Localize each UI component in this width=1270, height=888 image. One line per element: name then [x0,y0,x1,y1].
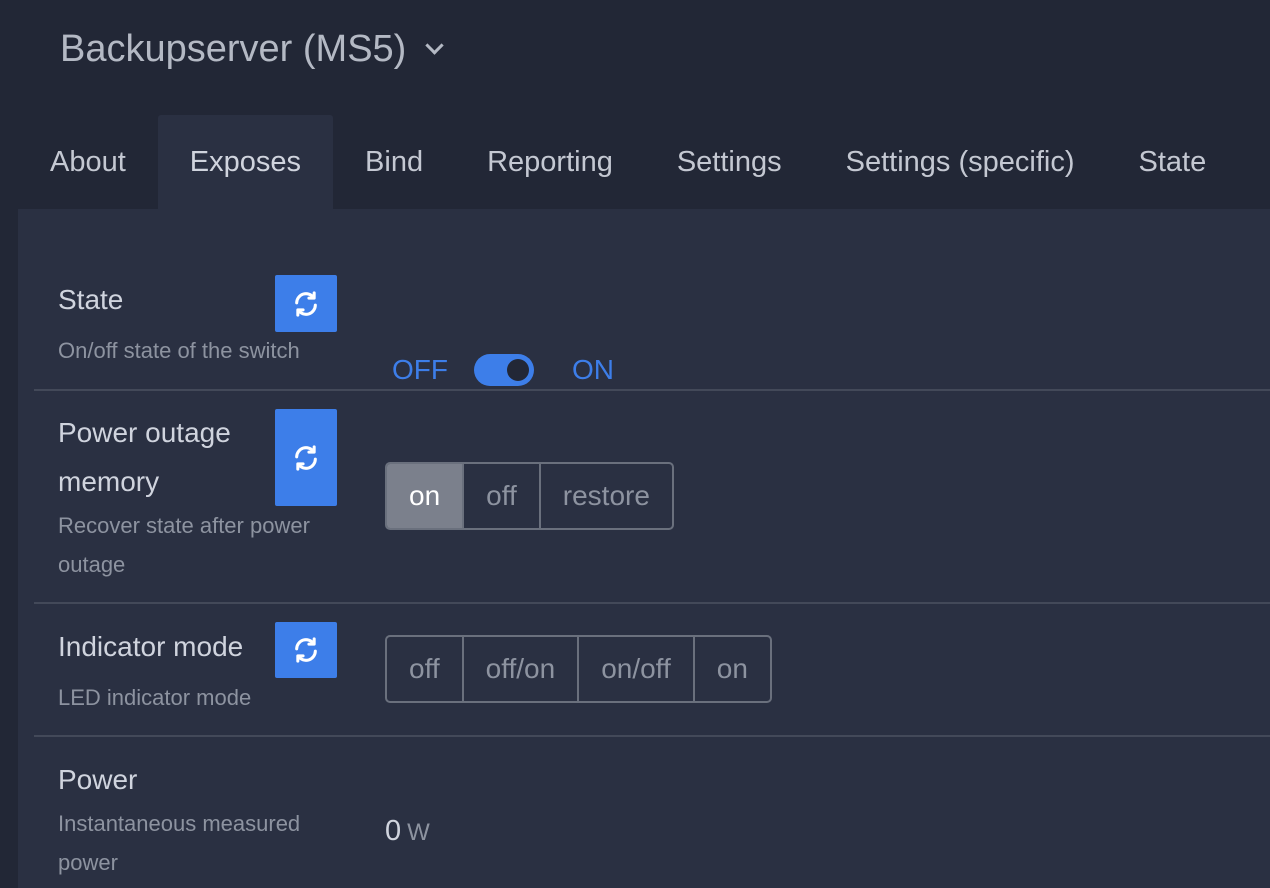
exposes-panel: State On/off state of the switch OFF ON … [18,209,1270,888]
power-outage-memory-description: Recover state after power outage [58,506,348,584]
device-title: Backupserver (MS5) [60,28,407,70]
power-outage-memory-title-line1: Power outage [58,417,231,448]
expose-row-state: State On/off state of the switch OFF ON [34,257,1270,391]
power-outage-memory-description-line2: outage [58,552,126,577]
toggle-knob [507,359,529,381]
power-outage-memory-description-line1: Recover state after power [58,513,310,538]
indicator-mode-title: Indicator mode [58,631,244,662]
tab-bind[interactable]: Bind [365,146,424,178]
indicator-mode-options: off off/on on/off on [385,635,772,703]
refresh-icon [295,444,317,471]
state-refresh-button[interactable] [275,275,337,332]
refresh-icon [295,637,317,663]
indicator-mode-option-off[interactable]: off [409,653,440,684]
tab-about[interactable]: About [50,146,126,178]
power-outage-memory-title-line2: memory [58,466,160,497]
power-outage-memory-option-off[interactable]: off [462,464,539,528]
power-description: Instantaneous measured power [58,804,348,882]
tab-settings[interactable]: Settings [676,146,782,178]
power-description-line1: Instantaneous measured [58,811,301,836]
power-title: Power [58,764,138,795]
state-off-label[interactable]: OFF [392,354,448,385]
chevron-down-icon[interactable] [425,36,445,55]
state-toggle-switch[interactable] [474,354,534,386]
power-value: 0 [385,815,402,847]
power-outage-memory-refresh-button[interactable] [275,409,337,506]
state-toggle-group: OFF ON [392,354,614,386]
indicator-mode-option-on-off[interactable]: on/off [577,637,693,701]
device-selector[interactable]: Backupserver (MS5) [60,28,445,71]
power-outage-memory-option-restore[interactable]: restore [538,464,672,528]
indicator-mode-description: LED indicator mode [58,685,252,710]
tab-bar: About Exposes Bind Reporting Settings Se… [18,115,1238,209]
state-title: State [58,284,124,315]
tab-state[interactable]: State [1138,146,1207,178]
power-unit: W [407,819,430,846]
power-description-line2: power [58,850,118,875]
tab-exposes[interactable]: Exposes [157,115,334,209]
indicator-mode-option-on[interactable]: on [692,637,770,701]
power-outage-memory-options: on off restore [385,462,674,530]
power-outage-memory-option-on[interactable]: on [387,464,463,528]
state-description: On/off state of the switch [58,338,300,363]
state-on-label[interactable]: ON [572,354,614,385]
refresh-icon [295,290,317,317]
expose-row-indicator-mode: Indicator mode LED indicator mode off of… [34,604,1270,737]
expose-row-power-outage-memory: Power outage memory Recover state after … [34,391,1270,604]
indicator-mode-option-off-on[interactable]: off/on [461,637,578,701]
power-outage-memory-title: Power outage memory [58,408,268,506]
tab-settings-specific[interactable]: Settings (specific) [845,146,1075,178]
indicator-mode-refresh-button[interactable] [275,622,337,678]
tab-reporting[interactable]: Reporting [487,146,613,178]
